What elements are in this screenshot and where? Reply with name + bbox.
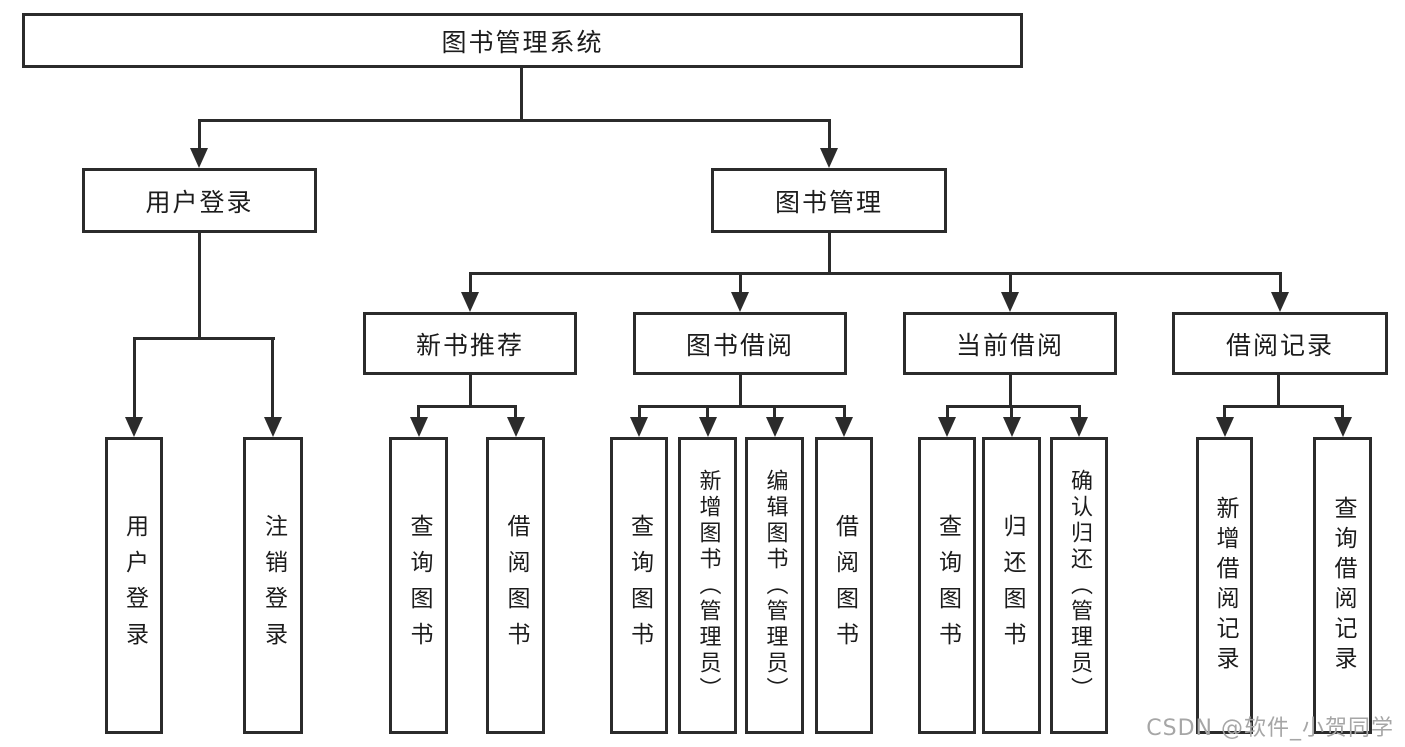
arrow-down-icon (766, 417, 784, 437)
node-label: 用户登录 (145, 187, 254, 217)
connector-line (1223, 405, 1344, 408)
connector-line (843, 408, 846, 417)
arrow-down-icon (630, 417, 648, 437)
arrow-down-icon (461, 292, 479, 312)
connector-line (946, 408, 949, 417)
node-new-book-recommend: 新书推荐 (363, 312, 577, 375)
connector-line (514, 408, 517, 417)
connector-line (706, 408, 709, 417)
connector-line (638, 405, 846, 408)
leaf-confirm-return-admin: 确认归还（管理员） (1050, 437, 1108, 734)
node-label: 图书管理系统 (441, 27, 604, 57)
leaf-borrow-books: 借阅图书 (815, 437, 873, 734)
node-library-management-system: 图书管理系统 (22, 13, 1023, 68)
arrow-down-icon (125, 417, 143, 437)
connector-line (198, 233, 201, 339)
node-label: 当前借阅 (955, 330, 1064, 360)
leaf-label: 新增借阅记录 (1212, 495, 1238, 676)
connector-line (198, 119, 831, 122)
connector-line (828, 233, 831, 272)
connector-line (469, 272, 1282, 275)
connector-line (828, 122, 831, 149)
connector-line (133, 337, 275, 340)
connector-line (1078, 408, 1081, 417)
connector-line (1277, 375, 1280, 405)
node-user-login: 用户登录 (82, 168, 317, 233)
connector-line (1009, 275, 1012, 292)
connector-line (739, 275, 742, 292)
connector-line (773, 408, 776, 417)
leaf-label: 归还图书 (999, 513, 1025, 658)
arrow-down-icon (264, 417, 282, 437)
node-label: 借阅记录 (1225, 330, 1334, 360)
leaf-query-borrow-record: 查询借阅记录 (1313, 437, 1372, 734)
connector-line (417, 405, 517, 408)
leaf-edit-books-admin: 编辑图书（管理员） (745, 437, 804, 734)
node-book-management: 图书管理 (711, 168, 947, 233)
leaf-query-books-borrow: 查询图书 (610, 437, 668, 734)
leaf-label: 新增图书（管理员） (695, 468, 721, 703)
leaf-label: 注销登录 (260, 513, 287, 658)
leaf-label: 编辑图书（管理员） (762, 468, 788, 703)
connector-line (638, 408, 641, 417)
leaf-logout-login: 注销登录 (243, 437, 303, 734)
connector-line (1223, 408, 1226, 417)
arrow-down-icon (507, 417, 525, 437)
connector-line (739, 375, 742, 405)
leaf-label: 确认归还（管理员） (1067, 468, 1092, 703)
node-label: 新书推荐 (415, 330, 524, 360)
arrow-down-icon (938, 417, 956, 437)
connector-line (271, 340, 274, 417)
leaf-label: 查询图书 (406, 513, 432, 658)
arrow-down-icon (1001, 292, 1019, 312)
connector-line (1010, 408, 1013, 417)
leaf-query-books-current: 查询图书 (918, 437, 976, 734)
leaf-user-login: 用户登录 (105, 437, 163, 734)
connector-line (198, 122, 201, 149)
arrow-down-icon (820, 148, 838, 168)
node-label: 图书管理 (774, 187, 883, 217)
connector-line (133, 340, 136, 417)
connector-line (1279, 275, 1282, 292)
leaf-label: 用户登录 (121, 513, 148, 658)
leaf-query-books-recommend: 查询图书 (389, 437, 448, 734)
arrow-down-icon (1216, 417, 1234, 437)
arrow-down-icon (835, 417, 853, 437)
csdn-watermark: CSDN @软件_小贺同学 (1146, 716, 1394, 741)
arrow-down-icon (699, 417, 717, 437)
leaf-label: 借阅图书 (831, 513, 858, 658)
connector-line (469, 375, 472, 405)
connector-line (946, 405, 1081, 408)
leaf-add-borrow-record: 新增借阅记录 (1196, 437, 1253, 734)
arrow-down-icon (1271, 292, 1289, 312)
arrow-down-icon (190, 148, 208, 168)
arrow-down-icon (1070, 417, 1088, 437)
leaf-label: 查询图书 (626, 513, 653, 658)
leaf-label: 借阅图书 (503, 513, 529, 658)
connector-line (417, 408, 420, 417)
connector-line (1009, 375, 1012, 405)
connector-line (1341, 408, 1344, 417)
arrow-down-icon (1334, 417, 1352, 437)
leaf-borrow-books-recommend: 借阅图书 (486, 437, 545, 734)
leaf-label: 查询借阅记录 (1330, 495, 1356, 676)
node-book-borrowing: 图书借阅 (633, 312, 847, 375)
node-borrowing-records: 借阅记录 (1172, 312, 1388, 375)
leaf-return-books: 归还图书 (982, 437, 1041, 734)
arrow-down-icon (731, 292, 749, 312)
leaf-add-books-admin: 新增图书（管理员） (678, 437, 737, 734)
node-current-borrowing: 当前借阅 (903, 312, 1117, 375)
arrow-down-icon (1003, 417, 1021, 437)
node-label: 图书借阅 (685, 330, 794, 360)
connector-line (469, 275, 472, 292)
leaf-label: 查询图书 (934, 513, 961, 658)
connector-line (520, 68, 523, 122)
arrow-down-icon (410, 417, 428, 437)
